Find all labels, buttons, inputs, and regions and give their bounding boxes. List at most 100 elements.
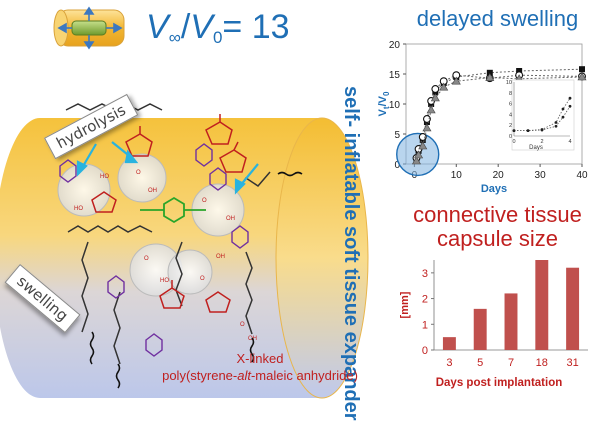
swelling-point-triangle xyxy=(430,93,440,102)
swelling-x-tick-label: 20 xyxy=(493,170,505,181)
ratio-v0-symbol: V xyxy=(190,8,213,46)
swelling-point-square xyxy=(516,68,523,74)
svg-text:O: O xyxy=(202,198,207,204)
polymer-caption-line1: X-linked xyxy=(236,351,284,366)
bar-x-tick-label: 18 xyxy=(536,357,548,369)
swelling-x-axis-label: Days xyxy=(481,183,507,195)
inset-x-tick-label: 4 xyxy=(568,139,571,145)
capsule-bar xyxy=(566,267,580,350)
swelling-point-triangle xyxy=(414,150,424,159)
swelling-point-square xyxy=(579,66,585,73)
bar-y-tick-label: 0 xyxy=(422,345,428,357)
inset-background xyxy=(511,79,575,151)
inset-y-tick-label: 2 xyxy=(509,123,512,129)
svg-text:O: O xyxy=(144,256,149,262)
ratio-slash: / xyxy=(180,8,191,46)
ratio-value: = 13 xyxy=(222,8,290,46)
svg-text:HO: HO xyxy=(160,278,169,284)
caption-prefix: poly(styrene- xyxy=(162,368,238,383)
hydrolysis-sites xyxy=(57,153,245,297)
swelling-y-axis-label: Vt/V0 xyxy=(377,91,391,116)
swelling-point-triangle xyxy=(439,82,449,91)
capsule-bar xyxy=(504,293,518,350)
bar-y-tick-label: 3 xyxy=(422,268,428,280)
swelling-y-tick-label: 15 xyxy=(389,70,401,81)
svg-text:OH: OH xyxy=(148,188,157,194)
swelling-point-circle xyxy=(423,115,431,123)
swelling-y-tick-label: 10 xyxy=(389,100,401,111)
swelling-x-tick-label: 30 xyxy=(535,170,547,181)
capsule-bar xyxy=(535,260,549,350)
hydrolysis-arrows xyxy=(76,141,259,195)
styrene-rings xyxy=(59,143,249,357)
inset-y-tick-label: 8 xyxy=(509,91,512,97)
inset-y-tick-label: 10 xyxy=(506,80,512,86)
ylabel-v0: /V xyxy=(377,95,389,106)
inset-y-tick-label: 0 xyxy=(509,134,512,140)
swelling-point-square xyxy=(486,69,493,76)
swelling-point-triangle xyxy=(426,105,436,114)
bar-x-tick-label: 3 xyxy=(446,357,452,369)
inset-point xyxy=(568,104,572,108)
swelling-ratio-formula: V∞/V0= 13 xyxy=(146,8,290,48)
inset-point xyxy=(561,107,565,111)
bar-y-tick-label: 1 xyxy=(422,319,428,331)
capsule-chart-title: connective tissue capsule size xyxy=(413,202,582,251)
ratio-v-symbol: V xyxy=(146,8,169,46)
swelling-point-triangle xyxy=(422,123,432,132)
ylabel-sub-0: 0 xyxy=(382,91,391,96)
swelling-point-triangle xyxy=(485,72,495,81)
inset-series-line xyxy=(514,97,571,131)
anhydride-rings xyxy=(91,114,247,313)
inset-point xyxy=(561,115,565,119)
capsule-bar xyxy=(473,308,487,350)
svg-text:O: O xyxy=(200,276,205,282)
inset-point xyxy=(554,124,558,128)
inset-x-tick-label: 2 xyxy=(540,139,543,145)
cylinder-expansion-icon xyxy=(53,6,125,50)
inset-point xyxy=(526,129,530,132)
polymer-caption: X-linked poly(styrene-alt-maleic anhydri… xyxy=(150,350,370,384)
swelling-point-triangle xyxy=(411,156,421,165)
swelling-x-tick-label: 10 xyxy=(451,170,463,181)
ratio-zero-subscript: 0 xyxy=(212,28,223,47)
swelling-chart-title: delayed swelling xyxy=(416,6,579,31)
caption-alt: alt xyxy=(237,368,251,383)
svg-text:O: O xyxy=(136,170,141,176)
inset-point xyxy=(512,129,516,132)
swelling-point-triangle xyxy=(577,72,587,81)
inset-point xyxy=(554,121,558,124)
caption-suffix: -maleic anhydride) xyxy=(250,368,358,383)
svg-text:OH: OH xyxy=(216,254,225,260)
swelling-y-tick-label: 5 xyxy=(394,130,400,141)
bar-x-tick-label: 31 xyxy=(566,357,578,369)
bar-x-tick-label: 5 xyxy=(477,357,483,369)
swelling-point-circle xyxy=(431,85,440,93)
bar-x-axis-label: Days post implantation xyxy=(436,377,563,389)
polymer-caption-line2: poly(styrene-alt-maleic anhydride) xyxy=(150,367,370,384)
svg-text:HO: HO xyxy=(100,174,109,180)
ylabel-sub-t: t xyxy=(382,106,391,109)
inset-point xyxy=(540,128,544,132)
swelling-y-tick-label: 20 xyxy=(389,40,401,51)
inset-x-axis-label: Days xyxy=(529,145,543,151)
ylabel-v: V xyxy=(377,108,389,116)
svg-text:OH: OH xyxy=(226,216,235,222)
inset-x-tick-label: 0 xyxy=(512,139,515,145)
swelling-point-circle xyxy=(418,133,427,141)
bar-x-tick-label: 7 xyxy=(508,357,514,369)
swelling-point-triangle xyxy=(418,141,428,150)
swelling-x-tick-label: 40 xyxy=(576,170,588,181)
swelling-series-line xyxy=(415,74,583,159)
polymer-tail-lines xyxy=(89,171,303,389)
crosslinker-ring xyxy=(140,196,206,224)
svg-text:O: O xyxy=(240,322,245,328)
inset-y-tick-label: 4 xyxy=(509,112,512,118)
capsule-bar xyxy=(442,337,456,350)
swelling-y-tick-label: 0 xyxy=(394,160,400,171)
inset-point xyxy=(568,96,572,100)
cylinder-text: self- inflatable soft tissue expander xyxy=(340,86,362,421)
